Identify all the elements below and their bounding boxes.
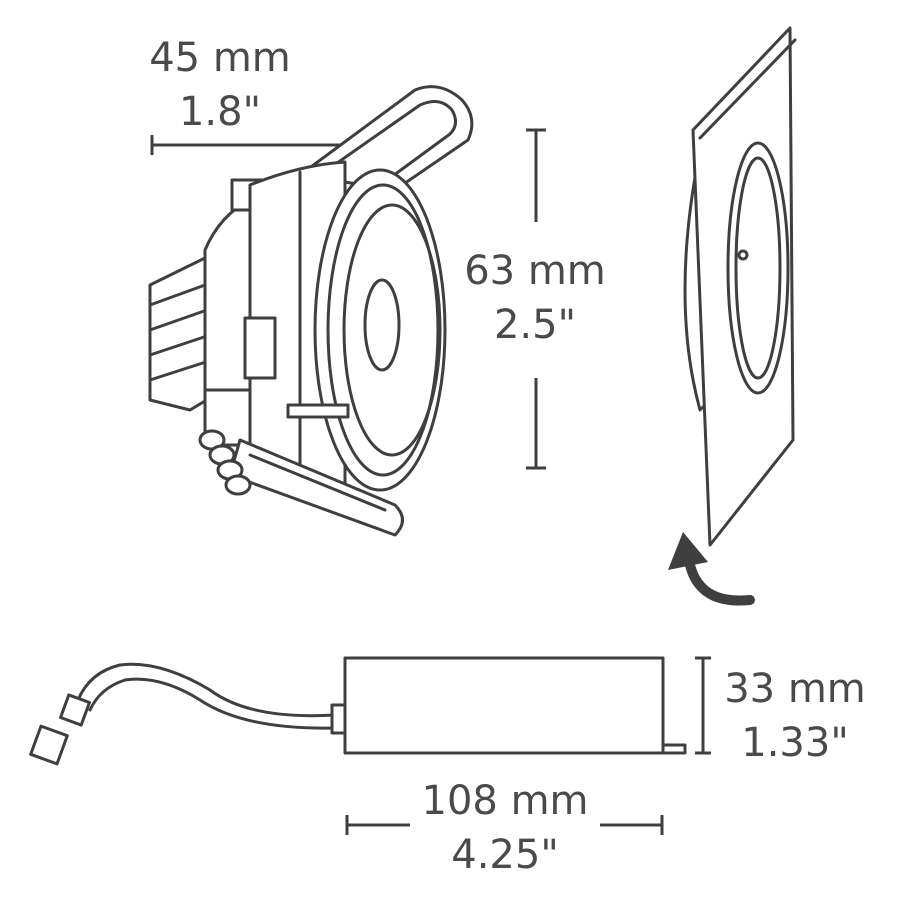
- width-mm-label: 45 mm: [149, 35, 291, 81]
- trim-plate-drawing: [683, 26, 797, 547]
- height-inch-label: 2.5": [493, 302, 576, 348]
- driver-length-mm-label: 108 mm: [421, 778, 589, 824]
- driver-box-drawing: [29, 656, 687, 766]
- driver-length-inch-label: 4.25": [451, 832, 559, 878]
- driver-length-dimension-line: [345, 815, 664, 835]
- driver-height-dimension-line: [695, 656, 711, 755]
- downlight-drawing: [148, 85, 474, 537]
- driver-height-inch-label: 1.33": [741, 720, 849, 766]
- wire-connector: [198, 429, 252, 496]
- driver-height-mm-label: 33 mm: [724, 666, 866, 712]
- height-mm-label: 63 mm: [464, 248, 606, 294]
- width-inch-label: 1.8": [178, 89, 261, 135]
- rotate-arrow-icon: [668, 532, 755, 606]
- height-dimension-line: [526, 128, 546, 470]
